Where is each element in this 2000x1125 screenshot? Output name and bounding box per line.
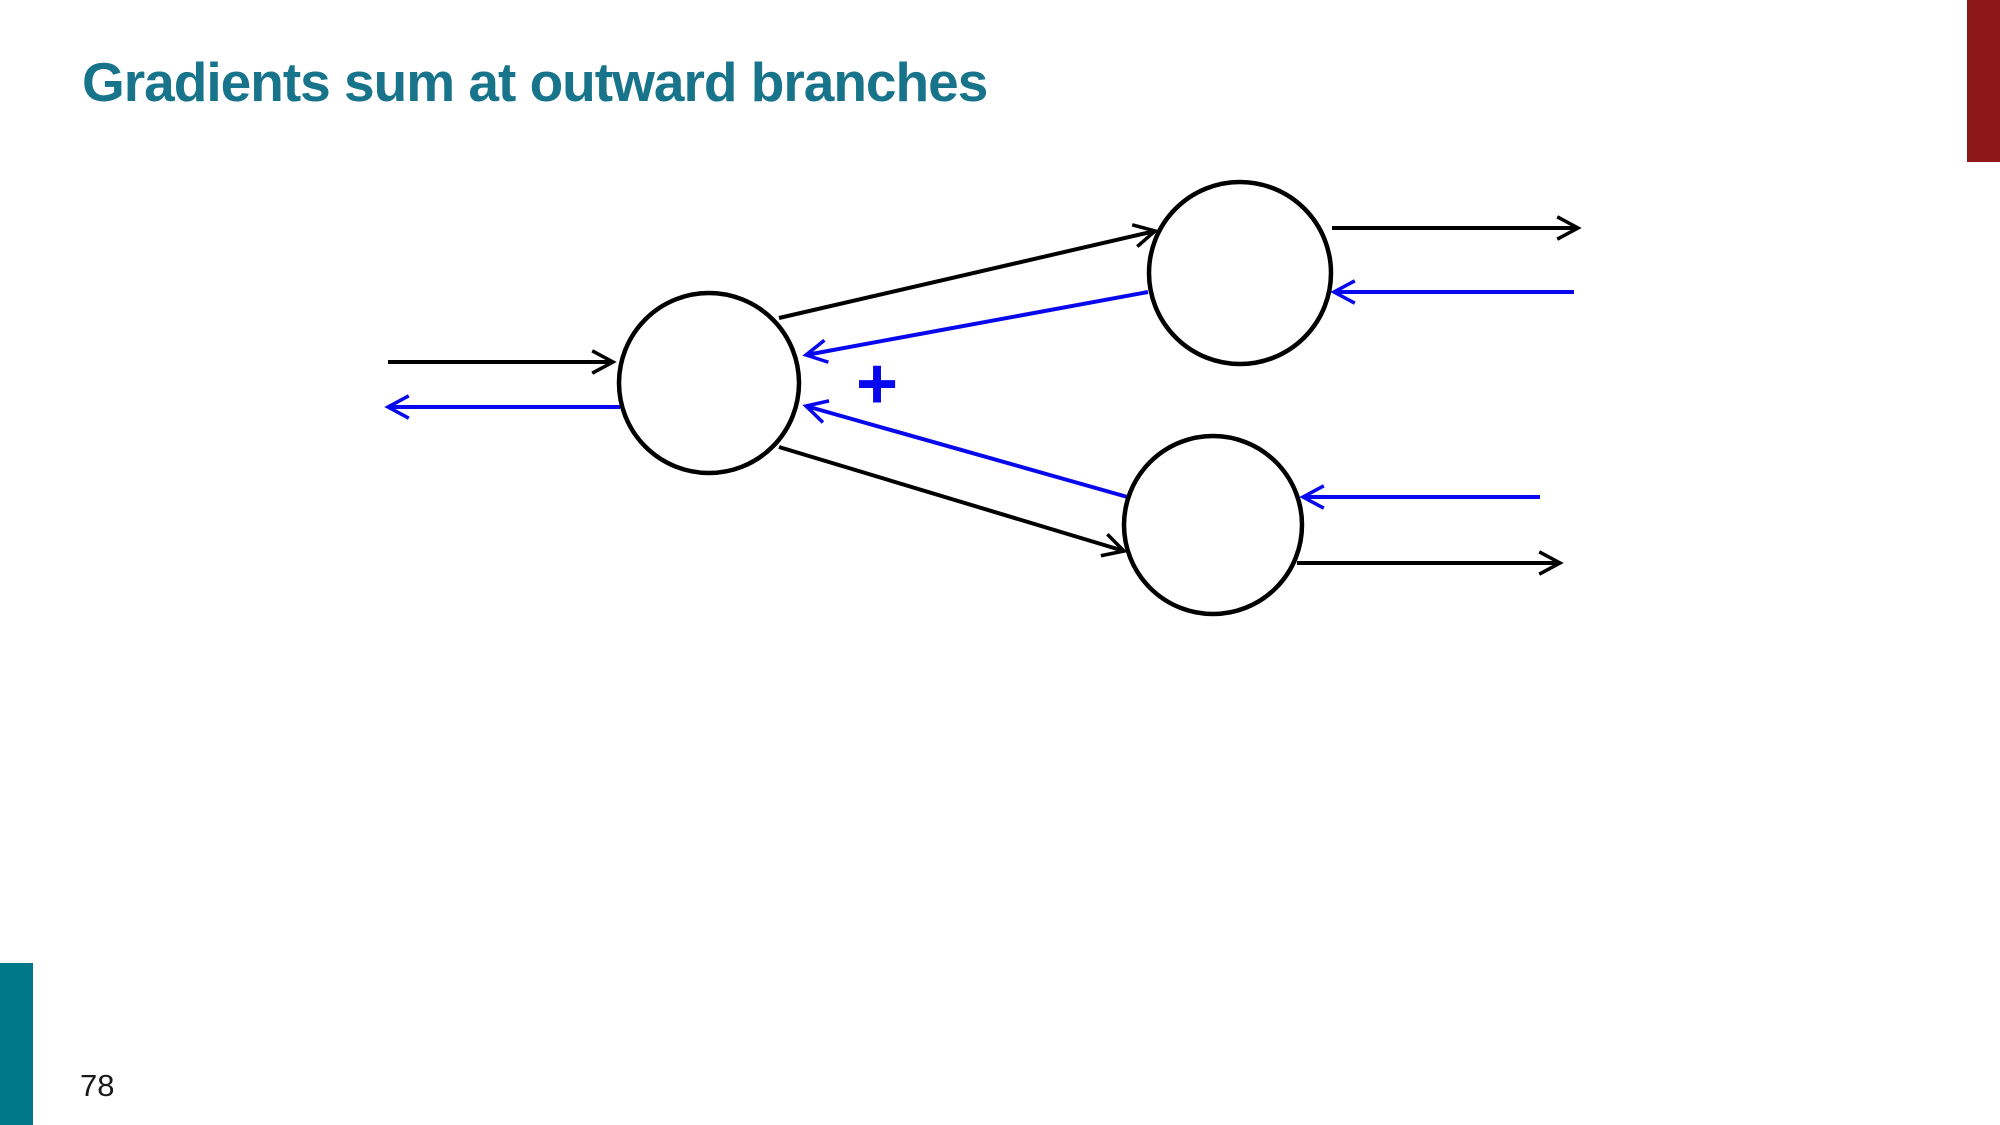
gradient-arrow-top-right-node-to-left-node [802, 290, 1149, 364]
bottom-right-node [1121, 433, 1305, 617]
bottom-left-accent-bar [0, 963, 33, 1125]
gradient-sum-plus-sign: + [856, 344, 898, 424]
left-node [616, 290, 802, 476]
forward-arrow-left-node-to-top-right-node [778, 223, 1159, 320]
gradient-arrow-bottom-right-node-to-left-node [802, 399, 1132, 500]
top-right-accent-bar [1967, 0, 2000, 162]
slide-title: Gradients sum at outward branches [82, 51, 988, 113]
page-number: 78 [80, 1068, 115, 1103]
top-right-node [1146, 179, 1334, 367]
forward-arrow-left-node-to-bottom-right-node [778, 445, 1128, 558]
